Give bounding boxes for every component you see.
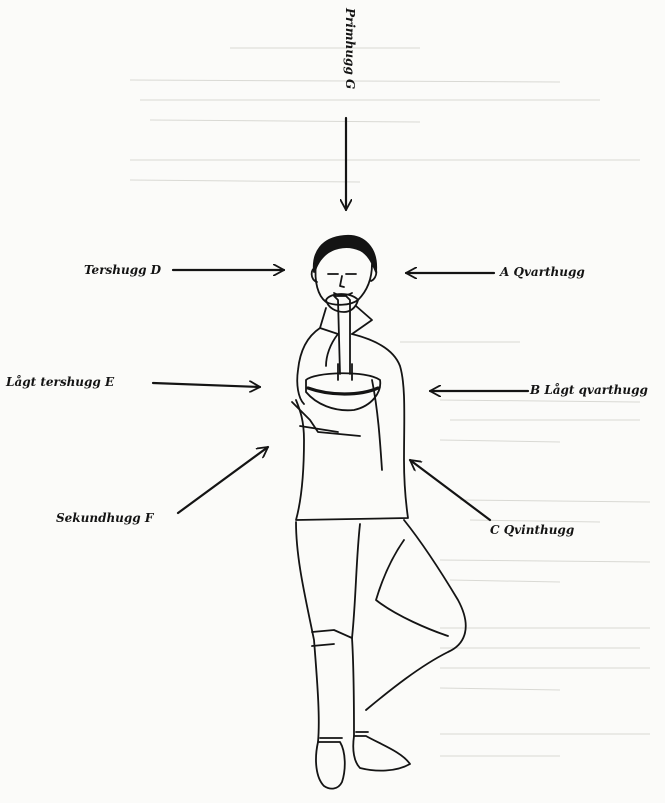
arrow-lagt-tershugg <box>153 383 260 387</box>
fencer-hair <box>314 236 376 272</box>
fencer-head <box>315 264 372 305</box>
fencer-foot-front <box>316 742 345 789</box>
arrow-sekundhugg <box>178 447 268 513</box>
fencer-foot-back <box>353 736 410 771</box>
label-sekundhugg: Sekundhugg F <box>56 512 153 524</box>
arrow-qvinthugg <box>410 460 490 520</box>
label-lagt-qvarthugg: B Lågt qvarthugg <box>530 384 648 396</box>
label-tershugg: Tershugg D <box>84 264 161 276</box>
label-qvinthugg: C Qvinthugg <box>490 524 574 536</box>
label-lagt-tershugg: Lågt tershugg E <box>6 376 114 388</box>
fencer-leg-back <box>366 520 466 710</box>
fencer-coat <box>296 334 408 520</box>
show-through-text <box>130 48 650 756</box>
fencer-figure <box>292 236 466 789</box>
label-qvarthugg: A Qvarthugg <box>500 266 585 278</box>
label-primhugg: Primhugg G <box>344 8 356 89</box>
